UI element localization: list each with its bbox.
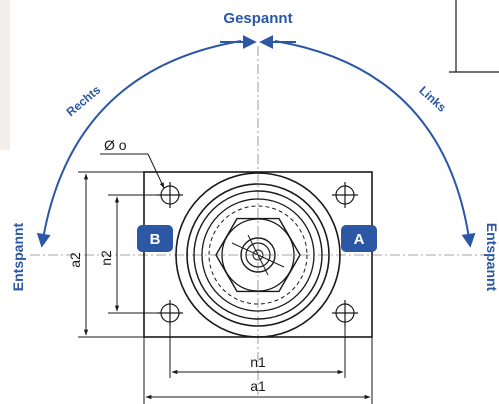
dim-n1: n1 (250, 354, 266, 370)
port-b-badge: B (137, 225, 173, 252)
dim-diameter: Ø o (104, 137, 127, 153)
label-links: Links (416, 83, 449, 115)
corner-lines (449, 0, 499, 73)
clamp-body (175, 172, 341, 338)
rotation-arc (36, 35, 476, 248)
port-b-label: B (150, 231, 161, 248)
port-a-badge: A (341, 225, 377, 252)
label-entspannt-left: Entspannt (10, 222, 26, 291)
dim-a1-lines (143, 337, 373, 404)
hole-top-left (157, 182, 183, 208)
diameter-leader (100, 153, 165, 189)
hex-nut (215, 217, 301, 293)
label-gespannt: Gespannt (223, 10, 292, 27)
hole-top-right (332, 182, 358, 208)
port-a-label: A (354, 231, 365, 248)
dim-a1: a1 (250, 378, 266, 394)
arc-right (274, 40, 476, 248)
center-lines (30, 46, 489, 395)
mounting-holes (157, 182, 358, 326)
dim-n2: n2 (98, 250, 114, 266)
label-entspannt-right: Entspannt (484, 223, 499, 292)
hole-bottom-left (157, 300, 183, 326)
arc-left (36, 40, 242, 248)
edge-shading (0, 0, 10, 150)
dim-a2: a2 (67, 252, 83, 268)
label-rechts: Rechts (64, 83, 104, 120)
hole-bottom-right (332, 300, 358, 326)
dim-n2-lines (108, 194, 158, 314)
dim-a2-lines (78, 171, 144, 338)
dim-n1-lines (169, 326, 346, 378)
